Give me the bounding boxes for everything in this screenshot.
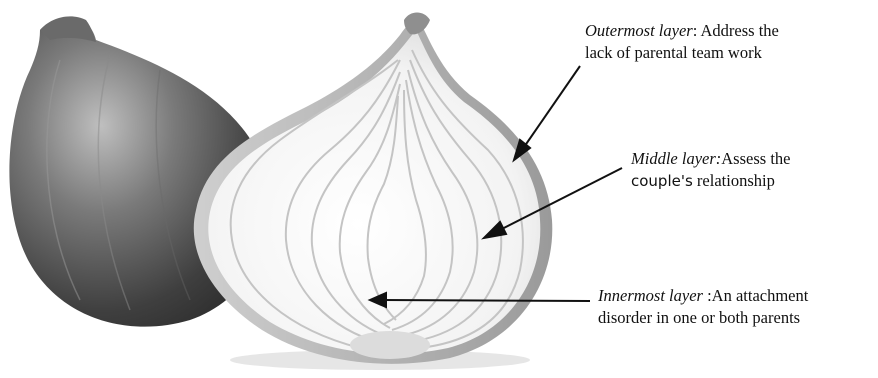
arrow-innermost	[382, 300, 590, 301]
outermost-term: Outermost layer	[585, 21, 693, 40]
label-innermost-layer: Innermost layer :An attachment disorder …	[598, 285, 808, 329]
label-outermost-layer: Outermost layer: Address the lack of par…	[585, 20, 779, 64]
label-middle-layer: Middle layer:Assess the couple's relatio…	[631, 148, 790, 192]
innermost-desc-line2: disorder in one or both parents	[598, 307, 808, 329]
outermost-desc-line2: lack of parental team work	[585, 42, 779, 64]
middle-desc-line2: relationship	[693, 171, 775, 190]
middle-desc-line1: Assess the	[721, 149, 790, 168]
middle-term: Middle layer:	[631, 149, 721, 168]
arrow-outermost	[522, 66, 580, 150]
innermost-term: Innermost layer	[598, 286, 703, 305]
outermost-desc-line1: : Address the	[693, 21, 779, 40]
middle-desc-couple: couple's	[631, 172, 693, 190]
cut-onion	[194, 13, 553, 371]
innermost-desc-line1: :An attachment	[703, 286, 808, 305]
